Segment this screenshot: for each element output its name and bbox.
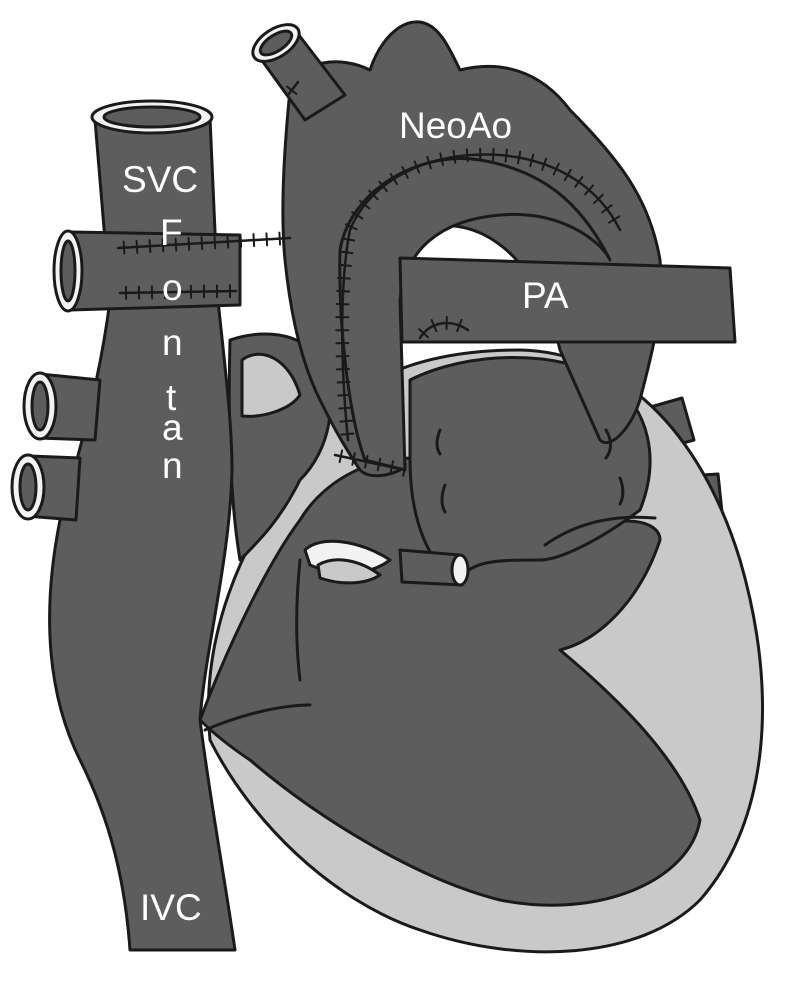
suture-tick: [504, 148, 508, 163]
suture-tick: [278, 231, 282, 246]
suture-tick: [439, 152, 444, 167]
suture-tick: [338, 449, 344, 464]
suture-tick: [376, 457, 382, 472]
suture-tick: [338, 263, 352, 267]
suture-tick: [592, 193, 604, 205]
suture-tick: [452, 149, 457, 164]
suture-tick: [187, 236, 191, 251]
suture-ticks: [122, 85, 621, 477]
left-vein-stubs: [10, 371, 102, 522]
suture-tick: [516, 150, 522, 165]
suture-tick: [336, 380, 351, 384]
suture-tick: [389, 172, 398, 186]
label-fontan-letter: t: [166, 377, 177, 418]
suture-tick: [200, 236, 204, 251]
suture-tick: [389, 460, 394, 475]
suture-tick: [465, 148, 469, 163]
suture-tick: [552, 162, 560, 176]
suture-tick: [213, 235, 217, 250]
suture-tick: [430, 319, 438, 333]
suture-tick: [338, 406, 353, 410]
suture-tick: [336, 289, 351, 293]
svc-lumen: [102, 105, 202, 129]
suture-tick: [401, 166, 409, 179]
suture-tick: [339, 250, 354, 255]
pulmonary-artery: [398, 256, 737, 344]
label-neoao: NeoAo: [399, 105, 512, 146]
label-fontan-letter: o: [162, 267, 183, 308]
contour-lines: [203, 428, 657, 732]
suture-tick: [336, 276, 351, 280]
suture-tick: [413, 160, 421, 174]
suture-tick: [529, 153, 535, 168]
suture-tick: [341, 237, 356, 242]
suture-tick: [339, 419, 354, 423]
label-pa: PA: [522, 275, 569, 316]
suture-tick: [122, 240, 126, 255]
label-fontan-letter: n: [162, 322, 183, 363]
suture-tick: [337, 393, 352, 397]
suture-tick: [584, 184, 594, 196]
suture-tick: [285, 85, 298, 95]
suture-tick: [351, 452, 356, 466]
suture-tick: [456, 318, 463, 333]
suture-tick: [541, 157, 548, 171]
suture-tick: [351, 211, 364, 220]
neo-aorta-arch: [338, 157, 612, 472]
valve-leaflets: [303, 539, 392, 585]
suture-tick: [344, 223, 358, 231]
suture-tick: [148, 239, 152, 254]
suture-tick: [492, 147, 495, 162]
suture-tick: [265, 232, 269, 247]
label-fontan-letter: F: [160, 212, 183, 253]
suture-tick: [574, 176, 584, 188]
suture-tick: [418, 328, 429, 339]
suture-tick: [426, 155, 432, 170]
label-fontan: F o n t a n: [160, 212, 183, 486]
label-fontan-letter: a: [162, 407, 183, 448]
suture-tick: [174, 237, 178, 252]
suture-tick: [252, 233, 256, 248]
suture-tick: [368, 189, 379, 201]
suture-tick: [226, 234, 230, 249]
suture-tick: [359, 199, 371, 210]
suture-tick: [340, 432, 355, 436]
suture-tick: [135, 239, 139, 254]
suture-tick: [402, 463, 407, 477]
suture-tick: [364, 454, 369, 469]
suture-tick: [563, 168, 572, 182]
suture-tick: [239, 233, 243, 248]
suture-tick: [601, 204, 613, 214]
label-svc: SVC: [122, 159, 198, 200]
suture-tick: [608, 215, 621, 224]
label-ivc: IVC: [140, 887, 202, 928]
suture-tick: [378, 180, 388, 193]
suture-tick: [161, 238, 165, 253]
label-fontan-letter: n: [162, 445, 183, 486]
